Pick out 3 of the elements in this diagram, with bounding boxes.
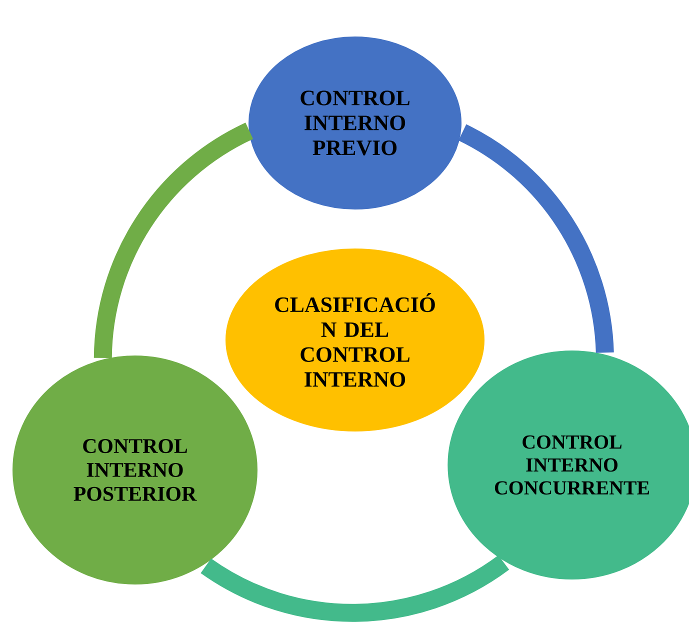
ring-arc (458, 124, 614, 354)
ring-arc (201, 554, 509, 622)
ring-arc (94, 122, 254, 358)
